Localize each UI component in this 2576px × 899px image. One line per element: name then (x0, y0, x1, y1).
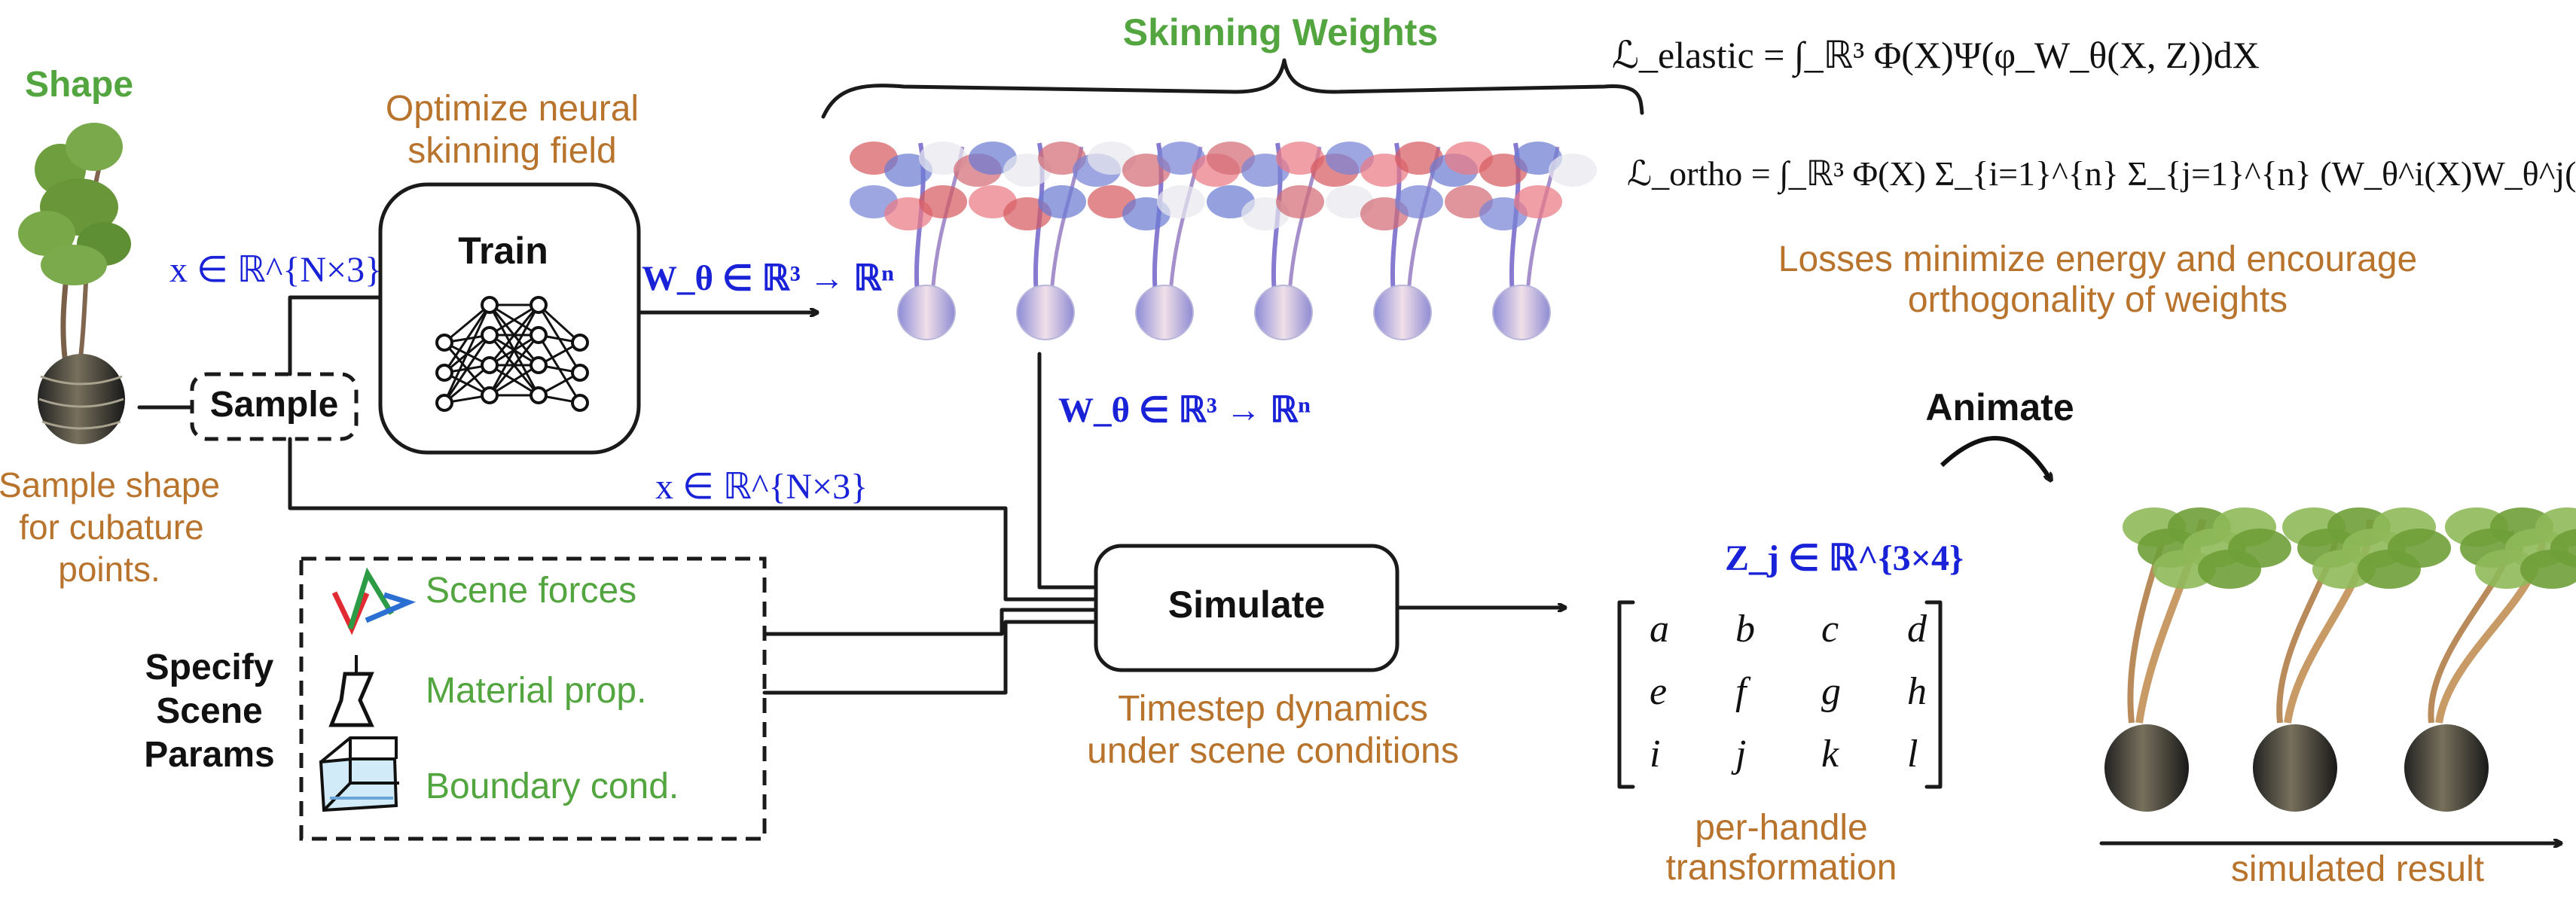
shape-plant-image (18, 123, 131, 444)
matrix-entry: c (1821, 608, 1839, 651)
scene-title-1: Specify (145, 648, 274, 687)
input-x-label-bottom: x ∈ ℝ^{N×3} (655, 467, 868, 507)
transform-caption-2: transformation (1666, 848, 1897, 888)
train-caption-1: Optimize neural (386, 89, 639, 129)
shape-caption-3: points. (58, 550, 160, 589)
simulated-plant (2253, 507, 2451, 812)
skinning-weight-plant (850, 142, 1002, 340)
matrix-entry: j (1731, 733, 1746, 776)
train-caption-2: skinning field (407, 131, 617, 171)
skinning-weight-plant (1088, 142, 1240, 340)
transform-label: Z_j ∈ ℝ^{3×4} (1725, 538, 1964, 578)
matrix-entry: a (1650, 608, 1669, 651)
scene-item-forces: Scene forces (426, 571, 636, 611)
matrix-entry: i (1650, 733, 1660, 776)
matrix-right-bracket (1924, 600, 1943, 789)
shape-caption-2: for cubature (19, 507, 203, 547)
train-title: Train (458, 230, 548, 272)
neural-network-icon (435, 296, 589, 412)
matrix-entry: e (1650, 670, 1667, 713)
material-block-icon (328, 655, 374, 727)
simulate-caption-2: under scene conditions (1087, 731, 1459, 771)
losses-caption-2: orthogonality of weights (1908, 280, 2288, 320)
matrix-entry: l (1907, 733, 1918, 776)
skinning-weight-plant (1326, 142, 1478, 340)
scene-to-simulate-line-bottom (762, 620, 1098, 695)
simulated-plant (2404, 507, 2576, 812)
weights-to-simulate-line (1037, 352, 1098, 590)
transform-caption-1: per-handle (1695, 808, 1868, 848)
simulate-caption-1: Timestep dynamics (1118, 689, 1428, 729)
animate-arrow-icon (1940, 436, 2051, 480)
losses-caption-1: Losses minimize energy and encourage (1778, 239, 2417, 279)
matrix-entry: b (1735, 608, 1755, 651)
skinning-title: Skinning Weights (1123, 11, 1439, 53)
matrix-entry: g (1821, 670, 1841, 713)
matrix-entry: d (1907, 608, 1927, 651)
sample-to-simulate-line (288, 437, 1098, 602)
animate-caption: simulated result (2231, 849, 2484, 889)
simulated-plants (2104, 507, 2576, 812)
input-x-label-top: x ∈ ℝ^{N×3} (169, 250, 382, 290)
boundary-cube-icon (319, 736, 399, 812)
simulated-plant (2104, 507, 2291, 812)
skinning-brace (821, 58, 1644, 119)
scene-title-3: Params (144, 735, 274, 775)
weights-map-label-top: W_θ ∈ ℝ³ → ℝⁿ (642, 259, 894, 298)
animate-title: Animate (1925, 386, 2074, 428)
matrix-entry: h (1907, 670, 1927, 713)
scene-to-simulate-line-top (762, 608, 1098, 636)
skinning-weight-plant (969, 142, 1121, 340)
simulate-title: Simulate (1168, 584, 1325, 626)
transform-matrix: a b c d e f g h i j k l (1650, 608, 1927, 776)
matrix-left-bracket (1617, 600, 1635, 789)
scene-title-2: Scene (156, 691, 262, 731)
sample-label: Sample (210, 385, 339, 425)
force-arrows-icon (331, 567, 417, 635)
skinning-weight-plant (1207, 142, 1359, 340)
matrix-entry: k (1821, 733, 1839, 776)
shape-title: Shape (25, 65, 133, 105)
sample-to-train-line (288, 295, 383, 376)
scene-item-boundary: Boundary cond. (426, 766, 679, 806)
shape-caption-1: Sample shape (0, 465, 220, 504)
weights-map-label-vertical: W_θ ∈ ℝ³ → ℝⁿ (1058, 391, 1311, 430)
skinning-weight-plants (850, 142, 1597, 340)
ortho-loss-equation: ℒ_ortho = ∫_ℝ³ Φ(X) Σ_{i=1}^{n} Σ_{j=1}^… (1627, 154, 2576, 195)
skinning-weight-plant (1445, 142, 1597, 340)
matrix-entry: f (1735, 670, 1751, 713)
scene-item-material: Material prop. (426, 671, 646, 711)
elastic-loss-equation: ℒ_elastic = ∫_ℝ³ Φ(X)Ψ(φ_W_θ(X, Z))dX (1612, 34, 2260, 78)
